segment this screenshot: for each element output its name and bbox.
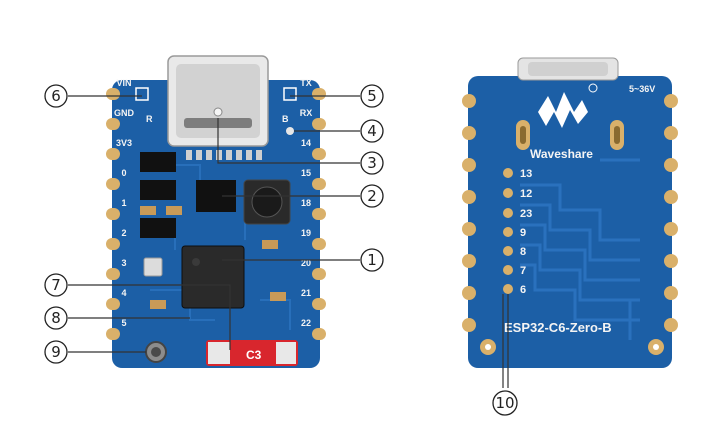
back-left-pads [462,94,476,332]
esp32-chip [181,245,245,309]
pad-label: 12 [520,188,532,200]
front-left-pads [106,88,120,340]
callout-5: 5 [367,87,377,105]
pin-label-right: 18 [301,198,311,208]
back-callouts [502,294,509,388]
pin-label-left: 2 [121,228,126,238]
callout-8: 8 [51,309,61,327]
pad-label: 9 [520,227,526,239]
pin-label-left: 5 [121,318,126,328]
usb-pin-strip [186,150,262,160]
callout-1: 1 [367,251,377,269]
pin-label-right: 22 [301,318,311,328]
capacitor [166,206,182,215]
front-right-pads [312,88,326,340]
led-indicator [283,87,297,101]
pin-label-left: 3V3 [116,138,132,148]
component-ic-small [140,180,176,200]
pin-label-right: TX [300,78,312,88]
ceramic-antenna: C3 [206,340,298,366]
capacitor [150,300,166,309]
pin-label-left: 1 [121,198,126,208]
callout-circles: 6 5 4 3 2 1 7 8 9 10 [44,84,518,416]
gpio-test-pads [503,168,513,294]
waveshare-logo [538,83,598,128]
pin-label-left: 4 [121,288,126,298]
callout-10: 10 [495,394,514,412]
pin-label-left: GND [114,108,135,118]
component-ic-small [140,152,176,172]
led-indicator [135,87,149,101]
pin-label-right: RX [300,108,313,118]
component-ic-small [140,218,176,238]
rgb-led [286,127,294,135]
capacitor [140,206,156,215]
led-label-b: B [282,114,289,124]
callout-6: 6 [51,87,61,105]
usb-c-connector [167,55,269,147]
front-callouts [68,95,360,353]
pin-label-right: 15 [301,168,311,178]
callout-9: 9 [51,343,61,361]
pad-label: 23 [520,208,532,220]
pin-label-right: 19 [301,228,311,238]
chip-label: C3 [246,348,262,362]
callout-3: 3 [367,154,377,172]
back-board: Waveshare 5~36V [462,57,678,368]
pad-label: 7 [520,265,526,277]
back-right-pads [664,94,678,332]
model-name: ESP32-C6-Zero-B [504,320,612,335]
callout-7: 7 [51,276,61,294]
capacitor [270,292,286,301]
pin-label-right: 21 [301,288,311,298]
capacitor [262,240,278,249]
pin-label-right: 20 [301,258,311,268]
callout-2: 2 [367,187,377,205]
pin-label-right: 14 [301,138,311,148]
boot-button [145,341,167,363]
pad-label: 6 [520,284,526,296]
pad-label: 13 [520,168,532,180]
pad-label: 8 [520,246,526,258]
crystal [143,257,163,277]
voltage-range: 5~36V [629,84,655,94]
callout-4: 4 [367,122,377,140]
pin-label-left: VIN [116,78,131,88]
brand-name: Waveshare [530,147,593,161]
front-board: C3 R B [106,55,326,368]
pin-label-left: 3 [121,258,126,268]
pin-label-left: 0 [121,168,126,178]
led-label-r: R [146,114,153,124]
